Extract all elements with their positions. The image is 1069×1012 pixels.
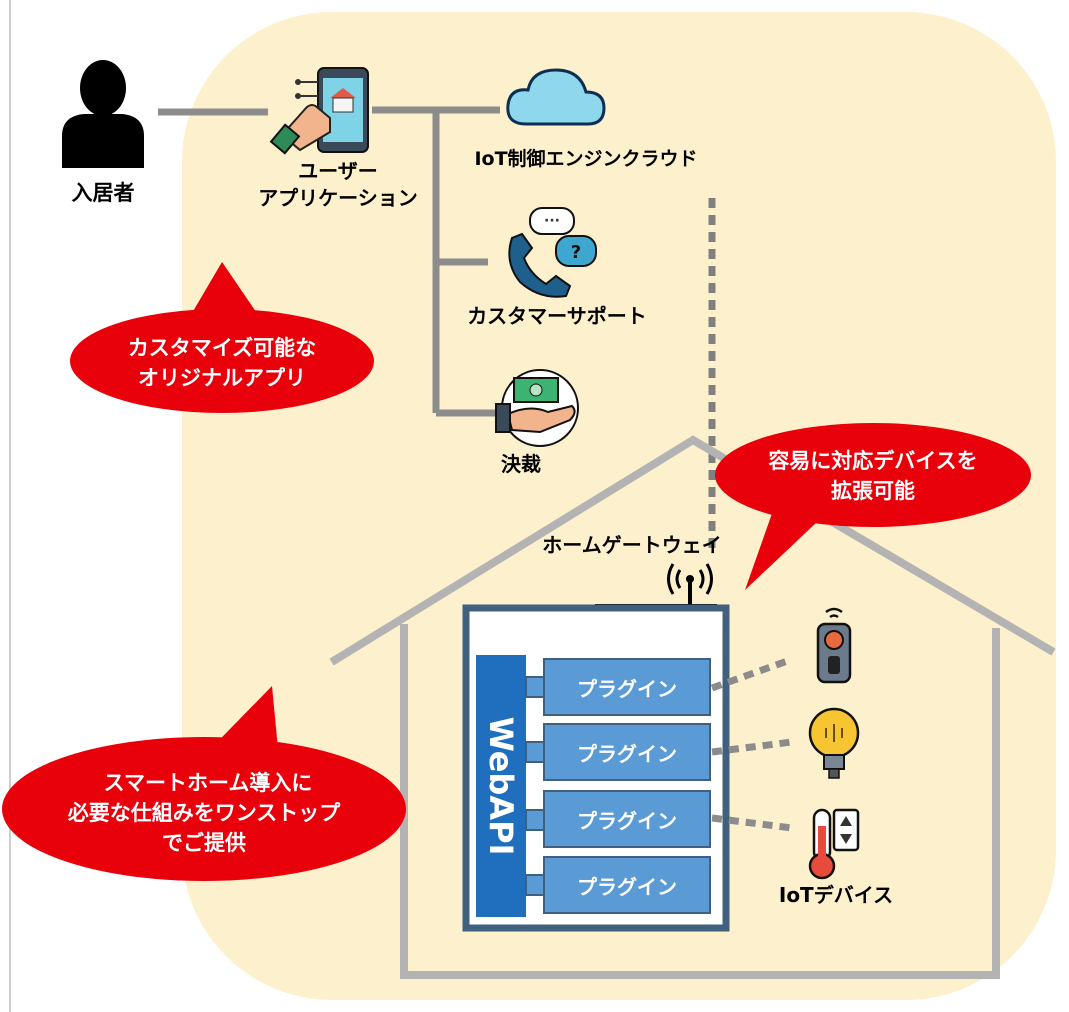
plugin-label: プラグイン xyxy=(577,677,677,701)
callout-custom-app-line2: オリジナルアプリ xyxy=(138,366,306,390)
user-app-label-line1: ユーザー xyxy=(298,159,378,183)
callout-onestop-line3: でご提供 xyxy=(162,831,246,855)
callout-onestop xyxy=(2,686,406,881)
callout-custom-app-line1: カスタマイズ可能な xyxy=(128,336,316,360)
remote-sensor-icon xyxy=(816,607,852,684)
support-label: カスタマーサポート xyxy=(467,304,647,328)
user-app-label-line2: アプリケーション xyxy=(258,186,418,210)
device-connector-lines xyxy=(710,656,793,832)
app-connector-lines xyxy=(158,106,500,417)
callout-custom-app xyxy=(70,262,374,413)
payment-hand-icon xyxy=(495,369,579,447)
plugin-label: プラグイン xyxy=(577,742,677,766)
plugin-label: プラグイン xyxy=(577,875,677,899)
plugin-box xyxy=(543,790,711,848)
webapi-bar xyxy=(476,655,526,917)
plugin-box xyxy=(543,856,711,914)
webapi-label: WebAPI xyxy=(482,717,520,856)
callout-expand xyxy=(715,423,1031,590)
iot-devices-label: IoTデバイス xyxy=(779,883,893,907)
callout-expand-line2: 拡張可能 xyxy=(831,479,915,503)
thermometer-icon xyxy=(808,808,860,880)
resident-label: 入居者 xyxy=(72,181,135,205)
plugin-box xyxy=(543,723,711,781)
support-phone-icon: ··· ? xyxy=(508,207,597,298)
plugin-label: プラグイン xyxy=(577,809,677,833)
callout-expand-line1: 容易に対応デバイスを xyxy=(768,449,977,473)
gateway-label: ホームゲートウェイ xyxy=(542,533,721,557)
svg-text:···: ··· xyxy=(544,213,560,229)
cloud-label: IoT制御エンジンクラウド xyxy=(474,147,697,170)
light-bulb-icon xyxy=(808,707,860,779)
svg-text:?: ? xyxy=(571,242,581,263)
smartphone-app-icon xyxy=(269,67,369,155)
payment-label: 決裁 xyxy=(501,452,541,476)
callout-onestop-line1: スマートホーム導入に xyxy=(104,771,313,795)
plugin-box xyxy=(543,658,711,716)
callout-onestop-line2: 必要な仕組みをワンストップ xyxy=(68,801,342,825)
cloud-icon xyxy=(506,68,606,126)
plugin-ports xyxy=(525,676,547,896)
person-icon xyxy=(62,60,144,168)
